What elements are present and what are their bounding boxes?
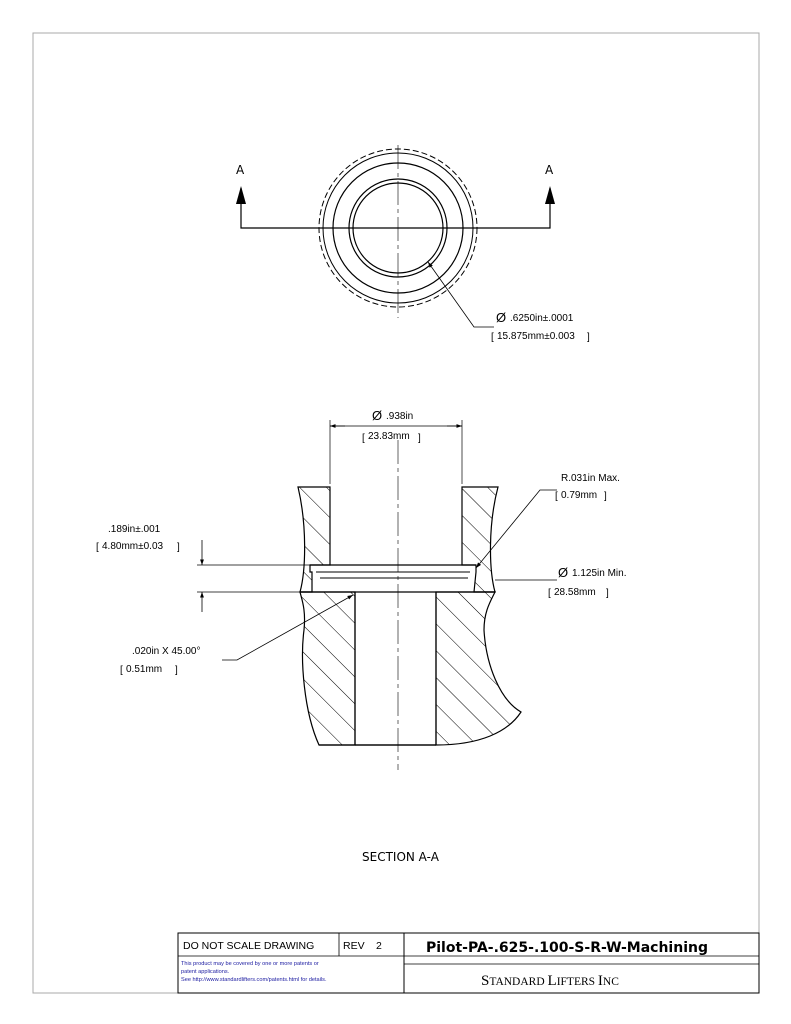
bore-leader — [427, 261, 494, 328]
part-number: Pilot-PA-.625-.100-S-R-W-Machining — [426, 940, 708, 956]
right-lower-body — [435, 591, 522, 746]
top-view: A A Ø .6250in±.0001 [ 15.875mm±0.003 ] — [236, 145, 590, 343]
sheet-border — [32, 32, 760, 994]
patent-line-3: See http://www.standardlifters.com/paten… — [181, 977, 327, 983]
bore-diameter-symbol: Ø — [496, 310, 506, 325]
chamfer-bracket-right: ] — [175, 665, 178, 676]
counterbore-diameter-mm: 23.83mm — [368, 431, 410, 442]
left-upper-wall — [297, 486, 331, 593]
section-caption: SECTION A-A — [362, 850, 440, 864]
bore-circle-outer — [348, 178, 448, 278]
chamfer-in: .020in X 45.00° — [132, 646, 201, 657]
counterbore-diameter-in: .938in — [386, 411, 413, 422]
section-marker-right: A — [545, 163, 554, 177]
groove-bracket-right: ] — [177, 542, 180, 553]
right-upper-wall — [461, 486, 499, 593]
counterbore-bracket-right: ] — [418, 433, 421, 444]
section-view: Ø .938in [ 23.83mm ] R.031in Max. [ 0.79… — [96, 408, 626, 864]
bore-diameter-mm: 15.875mm±0.003 — [497, 331, 575, 342]
groove-diameter-in: 1.125in Min. — [572, 568, 626, 579]
groove-diameter-bracket-left: [ — [548, 588, 551, 599]
do-not-scale-label: DO NOT SCALE DRAWING — [183, 940, 314, 952]
radius-bracket-right: ] — [604, 491, 607, 502]
groove-width-in: .189in±.001 — [108, 524, 161, 535]
counterbore-diameter-symbol: Ø — [372, 408, 382, 423]
counterbore-bracket-left: [ — [362, 433, 365, 444]
radius-leader — [475, 489, 557, 569]
rev-value: 2 — [376, 940, 382, 952]
chamfer-bracket-left: [ — [120, 665, 123, 676]
groove-diameter-mm: 28.58mm — [554, 587, 596, 598]
chamfer-mm: 0.51mm — [126, 664, 162, 675]
bore-circle-inner — [352, 182, 444, 274]
patent-line-1: This product may be covered by one or mo… — [181, 961, 319, 967]
outer-hidden-circle — [318, 148, 478, 308]
counterbore-circle — [332, 162, 464, 294]
section-cut-line — [240, 188, 551, 229]
section-marker-left: A — [236, 163, 245, 177]
chamfer-leader — [222, 594, 354, 661]
patent-line-2: patent applications. — [181, 969, 230, 975]
groove-width-mm: 4.80mm±0.03 — [102, 541, 164, 552]
groove-diameter-symbol: Ø — [558, 565, 568, 580]
radius-bracket-left: [ — [555, 491, 558, 502]
bore-bracket-right: ] — [587, 332, 590, 343]
bore-bracket-left: [ — [491, 332, 494, 343]
groove-bracket-left: [ — [96, 542, 99, 553]
bore-diameter-in: .6250in±.0001 — [510, 313, 574, 324]
rev-label: REV — [343, 940, 365, 952]
company-name: STANDARD LIFTERS INC — [481, 973, 619, 989]
radius-mm: 0.79mm — [561, 490, 597, 501]
title-block: DO NOT SCALE DRAWING REV 2 This product … — [177, 932, 760, 994]
radius-in: R.031in Max. — [561, 473, 620, 484]
groove-diameter-bracket-right: ] — [606, 588, 609, 599]
left-lower-body — [299, 591, 356, 746]
outer-circle — [322, 152, 474, 304]
